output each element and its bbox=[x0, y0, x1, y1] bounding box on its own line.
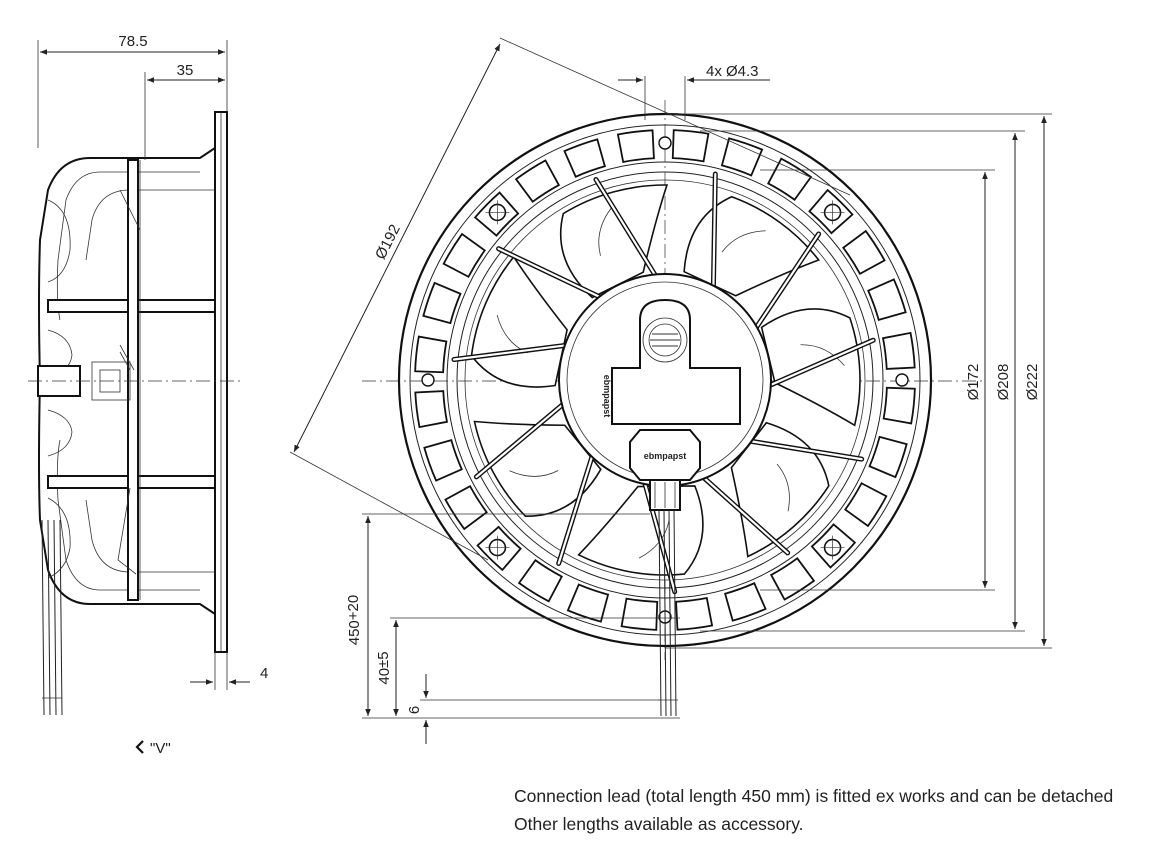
dim-hole-callout: 4x Ø4.3 bbox=[706, 63, 759, 80]
ring-slot bbox=[881, 331, 916, 370]
ring-slot bbox=[514, 159, 561, 203]
guard-strut-inner bbox=[767, 339, 875, 387]
ring-slot bbox=[517, 558, 563, 603]
ring-slot bbox=[422, 281, 462, 325]
dim-strip-length: 40±5 bbox=[375, 651, 393, 684]
hub-label-panel bbox=[611, 298, 741, 425]
ring-marker-hole bbox=[421, 373, 435, 387]
dim-diameter-208: Ø208 bbox=[995, 364, 1012, 401]
hub-brand-mark: ebmpapst bbox=[602, 375, 612, 418]
ring-slot bbox=[867, 278, 907, 321]
guard-strut-inner bbox=[557, 453, 594, 565]
ring-slot bbox=[843, 482, 888, 528]
dim-diameter-222: Ø222 bbox=[1024, 364, 1041, 401]
ring-slot bbox=[882, 386, 916, 425]
ring-slot bbox=[414, 390, 449, 429]
ring-slot bbox=[769, 557, 816, 601]
ring-slot bbox=[868, 435, 908, 479]
ring-slot bbox=[724, 582, 767, 622]
ring-slot bbox=[671, 129, 710, 163]
blade-rib bbox=[800, 344, 845, 366]
guard-strut-inner bbox=[712, 172, 717, 290]
blade-rib bbox=[721, 230, 766, 253]
dim-flange-thickness: 4 bbox=[260, 665, 268, 682]
dim-wire-end: 6 bbox=[406, 706, 423, 714]
dim-overall-depth: 78.5 bbox=[118, 33, 147, 50]
blade-rib bbox=[776, 463, 790, 512]
dim-strip-length-main: 40 bbox=[376, 668, 393, 685]
ring-slot bbox=[423, 439, 463, 482]
dim-lead-length: 450+20 bbox=[345, 595, 363, 645]
dim-diameter-192: Ø192 bbox=[372, 222, 404, 262]
side-hub bbox=[127, 159, 139, 601]
guard-strut-inner bbox=[594, 178, 658, 278]
connector-brand-mark: ebmpapst bbox=[644, 451, 687, 461]
ring-marker-hole bbox=[658, 136, 672, 150]
view-arrow-icon bbox=[135, 740, 144, 754]
ring-slot bbox=[444, 484, 488, 531]
ring-marker-hole bbox=[895, 373, 909, 387]
connection-note: Connection lead (total length 450 mm) is… bbox=[514, 782, 1164, 838]
ring-slot bbox=[414, 335, 448, 374]
guard-strut-inner bbox=[701, 475, 789, 554]
impeller-blade bbox=[559, 184, 669, 299]
guard-strut-inner bbox=[754, 232, 820, 330]
dim-lead-length-main: 450 bbox=[346, 620, 363, 645]
ring-slot bbox=[842, 229, 886, 276]
dim-lead-length-tol: +20 bbox=[345, 595, 362, 620]
ring-slot bbox=[720, 137, 764, 177]
note-line-1: Connection lead (total length 450 mm) is… bbox=[514, 786, 1114, 806]
guard-strut-inner bbox=[748, 439, 863, 461]
ring-slot bbox=[620, 597, 659, 631]
front-cable bbox=[658, 509, 678, 717]
blade-rib bbox=[509, 470, 559, 477]
front-view: ebmpapst ebmpapst 4x Ø4.3 Ø192 Ø172 bbox=[289, 37, 1052, 744]
ring-slot bbox=[442, 232, 487, 278]
front-connector bbox=[629, 429, 701, 481]
ring-slot bbox=[675, 596, 714, 631]
impeller-blade bbox=[577, 485, 704, 576]
view-indicator: "V" bbox=[135, 740, 171, 757]
ring-slot bbox=[767, 157, 813, 202]
ring-slot bbox=[563, 138, 606, 178]
view-label: "V" bbox=[150, 740, 171, 757]
note-line-2: Other lengths available as accessory. bbox=[514, 814, 804, 834]
ring-slot bbox=[566, 583, 610, 623]
guard-strut-inner bbox=[497, 247, 603, 299]
impeller-blade bbox=[683, 195, 820, 297]
dim-strip-length-tol: ±5 bbox=[375, 651, 392, 668]
guard-strut-inner bbox=[475, 402, 565, 478]
side-view: 78.5 35 4 bbox=[28, 33, 268, 716]
side-cable bbox=[41, 519, 63, 716]
blade-rib bbox=[598, 208, 612, 256]
ring-slot bbox=[616, 129, 655, 164]
dim-motor-depth: 35 bbox=[177, 62, 194, 79]
dim-diameter-172: Ø172 bbox=[965, 364, 982, 401]
